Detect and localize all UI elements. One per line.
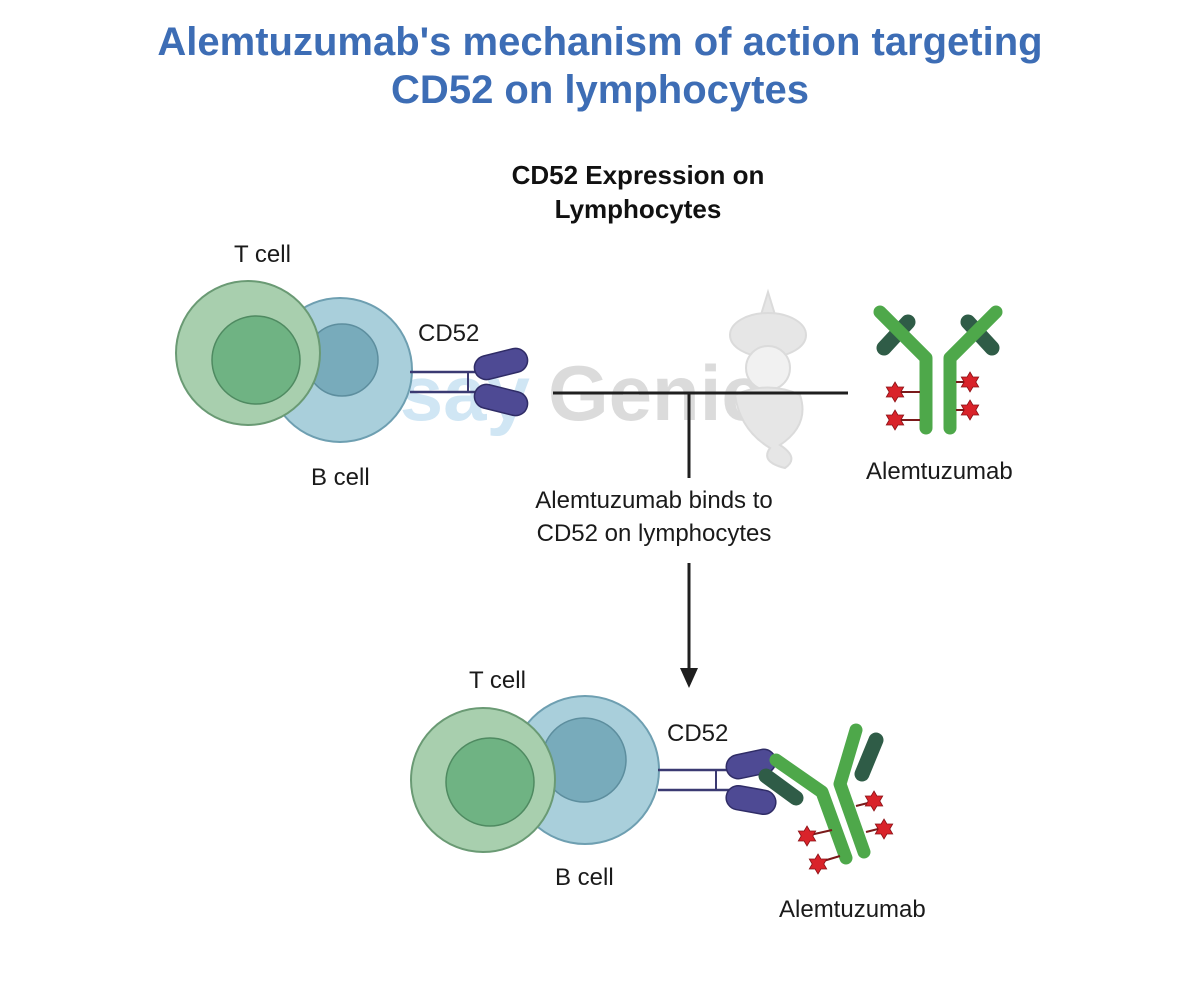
binding-step-line-1: Alemtuzumab binds to: [535, 487, 773, 514]
cd52-label-bottom: CD52: [667, 720, 729, 747]
binding-step-label: Alemtuzumab binds to CD52 on lymphocytes: [484, 484, 824, 550]
process-connector: [553, 391, 848, 478]
page-title-line-2: CD52 on lymphocytes: [391, 68, 809, 112]
section-title-line-2: Lymphocytes: [554, 194, 722, 224]
cd52-label-top: CD52: [418, 320, 480, 347]
cd52-receptor-top: [410, 347, 529, 417]
section-title-line-1: CD52 Expression on: [511, 160, 765, 190]
alemtuzumab-label-bottom: Alemtuzumab: [779, 896, 926, 923]
alemtuzumab-antibody-bottom: [758, 723, 894, 875]
cd52-receptor-bottom: [658, 748, 777, 816]
b-cell-label-top: B cell: [311, 464, 370, 491]
t-cell-label-bottom: T cell: [469, 667, 526, 694]
binding-step-line-2: CD52 on lymphocytes: [536, 520, 772, 547]
b-cell-label-bottom: B cell: [555, 864, 614, 891]
t-cell-label-top: T cell: [234, 241, 291, 268]
t-cell-bottom: [410, 707, 556, 853]
alemtuzumab-antibody-top: [873, 305, 1003, 435]
t-cell-top: [175, 280, 321, 426]
alemtuzumab-label-top: Alemtuzumab: [866, 458, 1013, 485]
genie-logo-icon: [729, 288, 807, 470]
page-title-line-1: Alemtuzumab's mechanism of action target…: [157, 20, 1043, 64]
b-cell-bottom: [510, 695, 660, 845]
page-title: Alemtuzumab's mechanism of action target…: [0, 18, 1200, 114]
down-arrow-icon: [680, 563, 698, 688]
section-title: CD52 Expression on Lymphocytes: [438, 158, 838, 226]
